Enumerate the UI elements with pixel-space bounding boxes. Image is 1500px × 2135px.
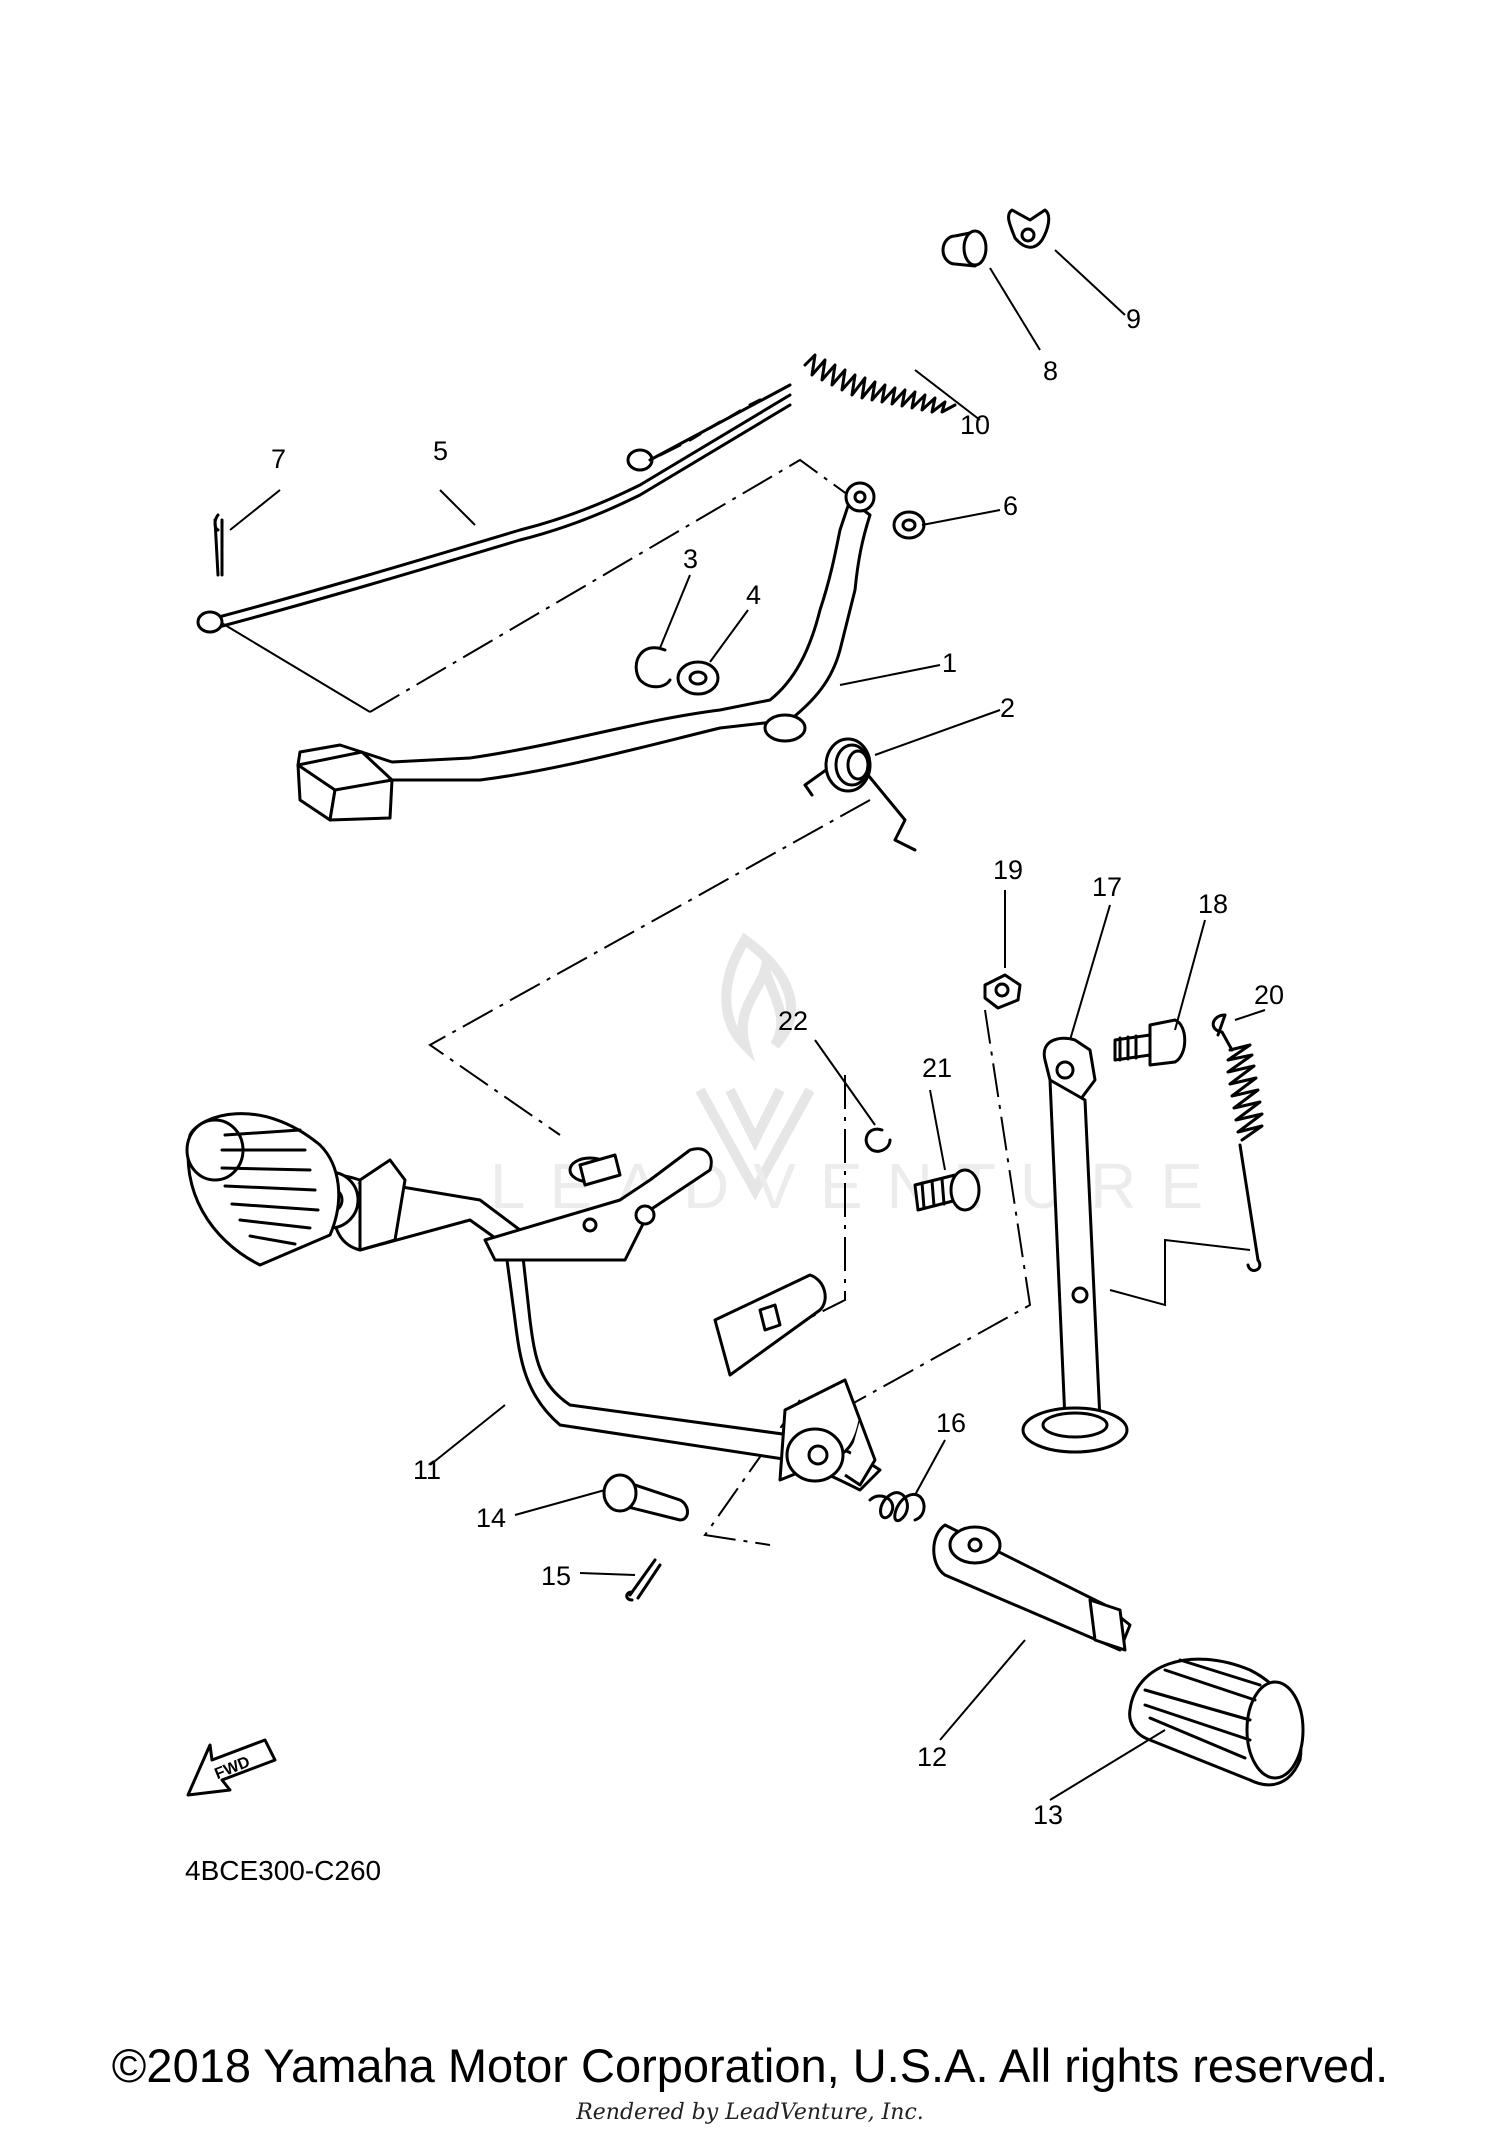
assembly-phantom-lines bbox=[219, 458, 1251, 1546]
callout-18: 18 bbox=[1198, 889, 1228, 919]
callout-7: 7 bbox=[271, 444, 286, 474]
adjuster-spring bbox=[803, 353, 957, 414]
callout-1: 1 bbox=[942, 648, 957, 678]
brake-rod bbox=[196, 383, 792, 634]
pivot-nut bbox=[983, 973, 1022, 1010]
callout-16: 16 bbox=[936, 1408, 966, 1438]
circlip bbox=[634, 646, 672, 689]
callout-19: 19 bbox=[993, 855, 1023, 885]
side-stand bbox=[1021, 1036, 1129, 1454]
callout-4: 4 bbox=[746, 580, 761, 610]
right-footrest-peg bbox=[932, 1523, 1132, 1652]
callout-12: 12 bbox=[917, 1742, 947, 1772]
callout-10: 10 bbox=[960, 410, 990, 440]
adjuster-wing-nut bbox=[1007, 208, 1051, 249]
stand-mount-bracket bbox=[713, 1273, 877, 1487]
callout-22: 22 bbox=[778, 1006, 808, 1036]
leader-lines bbox=[229, 249, 1266, 1801]
callout-labels: 1 2 3 4 5 6 7 8 9 10 11 12 13 14 15 16 1… bbox=[271, 304, 1284, 1830]
washer bbox=[676, 660, 720, 696]
callout-11: 11 bbox=[413, 1455, 441, 1485]
adjuster-collar bbox=[941, 229, 988, 268]
callout-17: 17 bbox=[1092, 872, 1122, 902]
brake-pedal bbox=[296, 481, 876, 822]
callout-13: 13 bbox=[1033, 1800, 1063, 1830]
stand-bolt bbox=[913, 1168, 981, 1212]
cotter-pin bbox=[213, 513, 224, 577]
callout-8: 8 bbox=[1043, 356, 1058, 386]
footrest-spring bbox=[868, 1491, 926, 1523]
copyright-notice: ©2018 Yamaha Motor Corporation, U.S.A. A… bbox=[111, 2039, 1389, 2092]
callout-2: 2 bbox=[1000, 693, 1015, 723]
callout-14: 14 bbox=[476, 1503, 506, 1533]
left-footrest-rubber bbox=[185, 1112, 407, 1267]
stand-washer bbox=[864, 1127, 892, 1153]
callout-9: 9 bbox=[1126, 304, 1141, 334]
callout-6: 6 bbox=[1003, 491, 1018, 521]
pivot-bolt bbox=[1113, 1018, 1187, 1067]
callout-5: 5 bbox=[433, 436, 448, 466]
forward-direction-arrow: FWD bbox=[186, 1738, 277, 1797]
callout-21: 21 bbox=[922, 1053, 952, 1083]
clevis-pin bbox=[602, 1473, 689, 1522]
callout-20: 20 bbox=[1254, 980, 1284, 1010]
rendered-by-credit: Rendered by LeadVenture, Inc. bbox=[576, 2100, 924, 2125]
diagram-code: 4BCE300-C260 bbox=[185, 1855, 381, 1886]
return-spring bbox=[803, 737, 917, 852]
stand-spring bbox=[1211, 1013, 1264, 1272]
washer-small bbox=[892, 510, 926, 540]
cotter-pin-small bbox=[625, 1558, 662, 1602]
right-footrest-rubber bbox=[1128, 1657, 1305, 1787]
callout-3: 3 bbox=[683, 544, 698, 574]
callout-15: 15 bbox=[541, 1561, 571, 1591]
rod-mount-bracket bbox=[483, 1147, 713, 1262]
